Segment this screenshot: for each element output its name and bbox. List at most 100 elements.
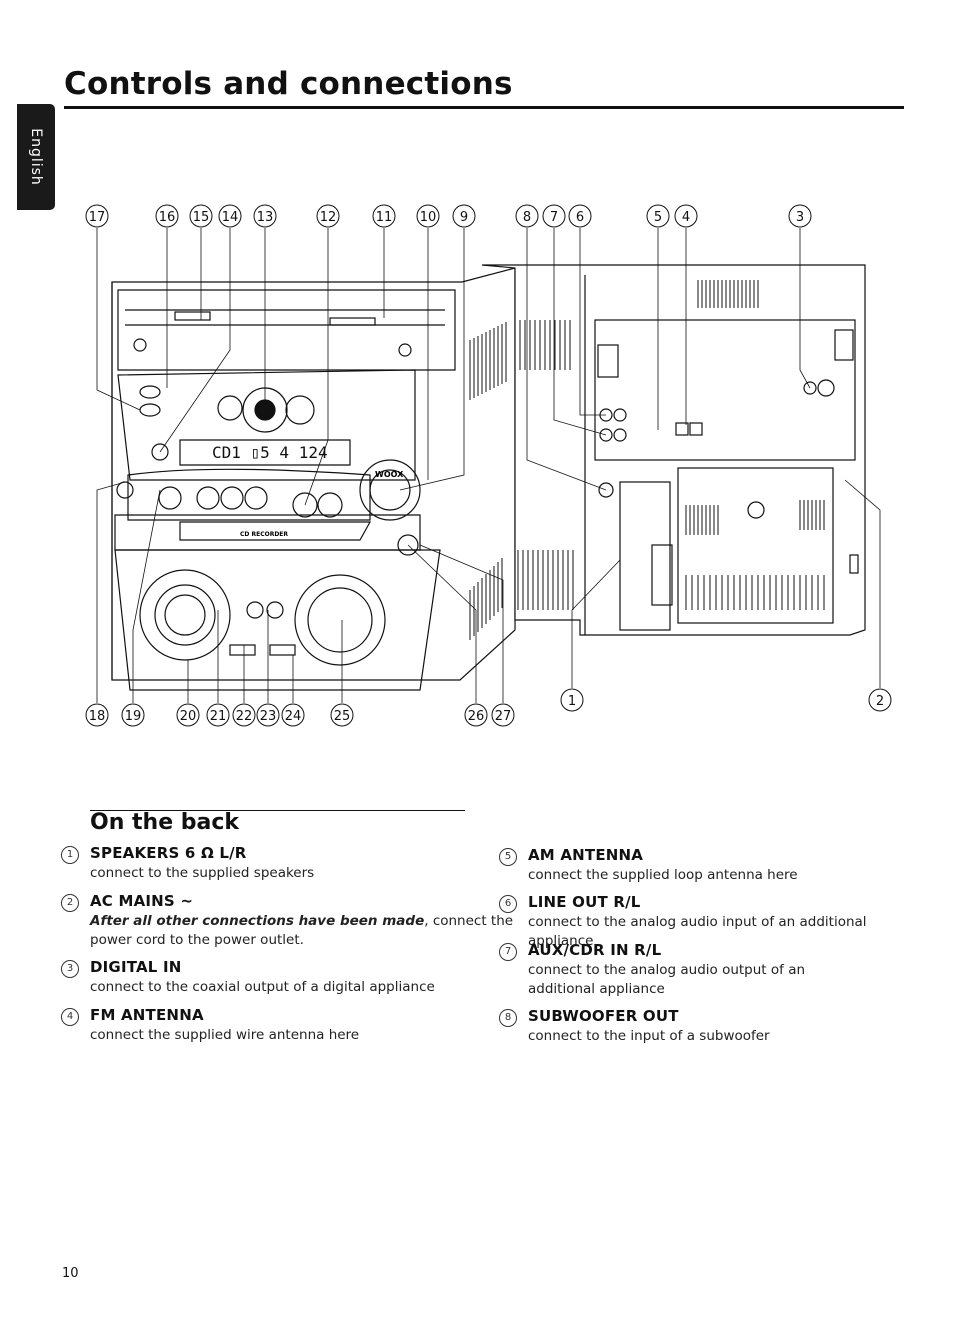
item-heading: SPEAKERS 6 Ω L/R — [90, 844, 247, 862]
callout-9: 9 — [452, 204, 476, 228]
svg-text:6: 6 — [576, 210, 584, 225]
svg-text:2: 2 — [876, 694, 884, 709]
item-heading: SUBWOOFER OUT — [528, 1007, 679, 1025]
language-tab-label: English — [28, 128, 44, 186]
top-callouts: 17 16 15 14 13 12 11 10 9 8 7 6 5 4 3 — [85, 204, 812, 228]
svg-text:15: 15 — [193, 210, 210, 225]
callout-5: 5 — [646, 204, 670, 228]
svg-text:20: 20 — [180, 709, 197, 724]
page-number: 10 — [62, 1266, 79, 1281]
callout-1: 1 — [560, 688, 584, 712]
item-description: connect to the input of a subwoofer — [528, 1028, 770, 1044]
callout-18: 18 — [85, 703, 109, 727]
cd-recorder-label: CD RECORDER — [240, 531, 288, 538]
svg-text:10: 10 — [420, 210, 437, 225]
svg-text:12: 12 — [320, 210, 337, 225]
svg-text:13: 13 — [257, 210, 274, 225]
svg-text:11: 11 — [376, 210, 393, 225]
woox-label: WOOX — [375, 470, 404, 479]
item-number: 5 — [499, 848, 517, 866]
page-title: Controls and connections — [64, 66, 513, 102]
callout-22: 22 — [232, 703, 256, 727]
item-number: 7 — [499, 943, 517, 961]
section-rule — [90, 810, 465, 811]
svg-text:27: 27 — [495, 709, 512, 724]
item-description: connect to the coaxial output of a digit… — [90, 979, 435, 995]
callout-8: 8 — [515, 204, 539, 228]
item-number: 8 — [499, 1009, 517, 1027]
product-illustration: CD1 ▯5 4 124 CD RECORDER WOOX 17 16 15 1… — [85, 204, 892, 727]
callout-10: 10 — [416, 204, 440, 228]
callout-17: 17 — [85, 204, 109, 228]
item-heading: LINE OUT R/L — [528, 893, 641, 911]
svg-text:7: 7 — [550, 210, 558, 225]
item-heading: DIGITAL IN — [90, 958, 182, 976]
bottom-callouts: 18 19 20 21 22 23 24 25 26 27 1 2 — [85, 688, 892, 727]
callout-7: 7 — [542, 204, 566, 228]
callout-27: 27 — [491, 703, 515, 727]
svg-text:24: 24 — [285, 709, 302, 724]
svg-text:5: 5 — [654, 210, 662, 225]
item-number: 4 — [61, 1008, 79, 1026]
rear-unit-drawing — [481, 264, 866, 636]
callout-26: 26 — [464, 703, 488, 727]
callout-leader-lines — [96, 228, 881, 703]
item-description: connect to the supplied speakers — [90, 865, 315, 881]
callout-24: 24 — [281, 703, 305, 727]
item-heading: AUX/CDR IN R/L — [528, 941, 662, 959]
callout-20: 20 — [176, 703, 200, 727]
back-item-line-out: 6 LINE OUT R/L connect to the analog aud… — [499, 893, 913, 951]
item-heading: FM ANTENNA — [90, 1006, 204, 1024]
section-title: On the back — [90, 810, 240, 835]
callout-23: 23 — [256, 703, 280, 727]
callout-6: 6 — [568, 204, 592, 228]
item-description: connect to the analog audio output of an… — [528, 962, 806, 997]
item-description-rest: , connect the power cord to the power ou… — [90, 913, 514, 948]
svg-text:17: 17 — [89, 210, 106, 225]
item-description: connect the supplied wire antenna here — [90, 1027, 360, 1043]
svg-text:21: 21 — [210, 709, 227, 724]
callout-21: 21 — [206, 703, 230, 727]
lcd-display: CD1 ▯5 4 124 — [212, 443, 328, 462]
callout-4: 4 — [674, 204, 698, 228]
item-number: 6 — [499, 895, 517, 913]
svg-text:19: 19 — [125, 709, 142, 724]
svg-text:8: 8 — [523, 210, 531, 225]
item-number: 2 — [61, 894, 79, 912]
svg-text:1: 1 — [568, 694, 576, 709]
item-heading: AM ANTENNA — [528, 846, 644, 864]
back-item-subwoofer-out: 8 SUBWOOFER OUT connect to the input of … — [499, 1007, 913, 1046]
svg-text:25: 25 — [334, 709, 351, 724]
item-heading: AC MAINS ~ — [90, 892, 194, 910]
back-item-digital-in: 3 DIGITAL IN connect to the coaxial outp… — [61, 958, 520, 997]
svg-text:14: 14 — [222, 210, 239, 225]
back-item-fm-antenna: 4 FM ANTENNA connect the supplied wire a… — [61, 1006, 520, 1045]
language-tab: English — [17, 104, 55, 210]
item-number: 1 — [61, 846, 79, 864]
back-item-am-antenna: 5 AM ANTENNA connect the supplied loop a… — [499, 846, 913, 885]
callout-16: 16 — [155, 204, 179, 228]
front-unit-drawing — [111, 267, 516, 691]
callout-15: 15 — [189, 204, 213, 228]
svg-text:22: 22 — [236, 709, 253, 724]
callout-25: 25 — [330, 703, 354, 727]
svg-text:9: 9 — [460, 210, 468, 225]
title-rule — [64, 106, 904, 109]
callout-2: 2 — [868, 688, 892, 712]
callout-19: 19 — [121, 703, 145, 727]
item-description: connect the supplied loop antenna here — [528, 867, 798, 883]
back-item-speakers: 1 SPEAKERS 6 Ω L/R connect to the suppli… — [61, 844, 520, 883]
svg-text:4: 4 — [682, 210, 690, 225]
back-item-ac-mains: 2 AC MAINS ~ After all other connections… — [61, 892, 520, 950]
svg-text:18: 18 — [89, 709, 106, 724]
svg-text:23: 23 — [260, 709, 277, 724]
callout-3: 3 — [788, 204, 812, 228]
callout-11: 11 — [372, 204, 396, 228]
item-number: 3 — [61, 960, 79, 978]
back-item-aux-cdr-in: 7 AUX/CDR IN R/L connect to the analog a… — [499, 941, 873, 999]
item-description: connect to the analog audio input of an … — [528, 914, 867, 949]
svg-text:26: 26 — [468, 709, 485, 724]
callout-14: 14 — [218, 204, 242, 228]
callout-12: 12 — [316, 204, 340, 228]
item-description: After all other connections have been ma… — [90, 912, 520, 950]
